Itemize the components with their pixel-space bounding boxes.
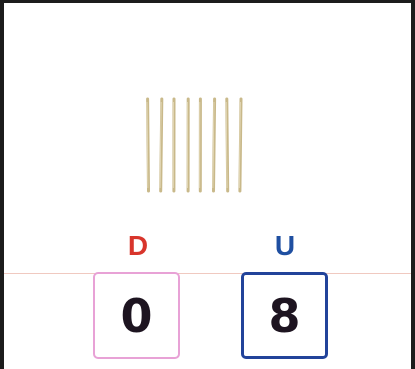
toothpick xyxy=(188,99,189,191)
toothpick xyxy=(160,99,162,191)
tens-label: D xyxy=(118,232,158,260)
toothpick xyxy=(239,99,241,191)
toothpick xyxy=(213,99,215,191)
toothpick-bundle xyxy=(138,96,258,194)
toothpick xyxy=(173,99,174,191)
units-digit: 8 xyxy=(244,275,325,356)
tens-digit: 0 xyxy=(95,274,178,357)
toothpick xyxy=(200,99,201,191)
tens-answer-box[interactable]: 0 xyxy=(93,272,180,359)
toothpick xyxy=(226,99,228,191)
guide-line xyxy=(4,273,411,274)
units-answer-box[interactable]: 8 xyxy=(241,272,328,359)
toothpicks-drawing xyxy=(138,96,258,194)
units-label: U xyxy=(265,232,305,260)
toothpick xyxy=(147,99,149,191)
